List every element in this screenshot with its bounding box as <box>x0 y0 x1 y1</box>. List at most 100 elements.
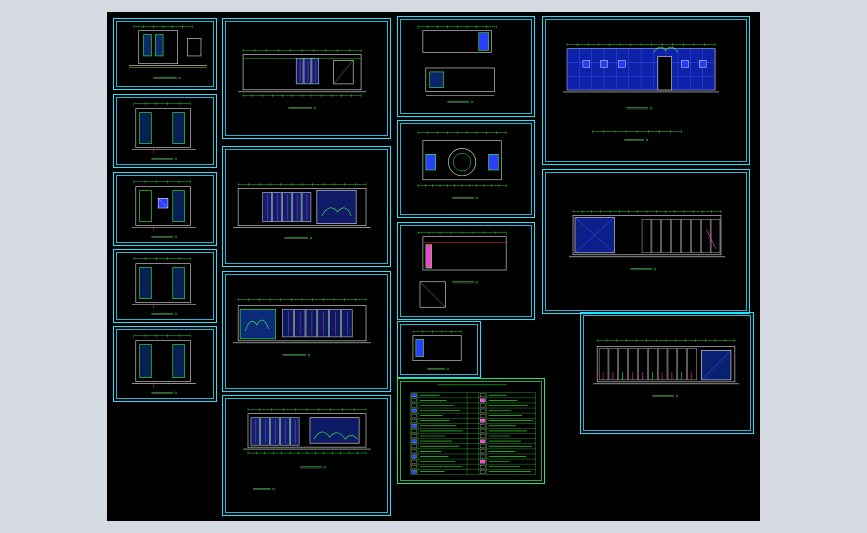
cad-line <box>419 281 446 308</box>
drawing-sheet-r4[interactable] <box>397 321 481 378</box>
drawing-sheet-m3[interactable] <box>222 271 391 392</box>
cad-shape <box>317 309 329 338</box>
cad-shape <box>282 309 294 338</box>
cad-shape <box>411 470 417 474</box>
title-marker <box>475 196 478 200</box>
cad-shape <box>293 309 306 338</box>
cad-shape <box>661 219 671 254</box>
cad-shape <box>290 417 300 446</box>
cad-shape <box>295 58 304 85</box>
cad-shape <box>572 215 722 256</box>
drawing-sheet-s4[interactable] <box>113 249 217 323</box>
cad-shape <box>333 60 354 85</box>
title-marker <box>649 107 653 110</box>
cad-shape <box>139 190 152 222</box>
cad-shape <box>596 346 736 383</box>
sheet-drawing <box>563 43 720 142</box>
cad-shape <box>272 191 282 222</box>
cad-shape <box>411 444 417 449</box>
cad-shape <box>422 30 492 53</box>
drawing-sheet-s3[interactable] <box>113 172 217 246</box>
cad-shape <box>478 32 489 51</box>
cad-shape <box>657 348 668 381</box>
cad-shape <box>172 190 185 222</box>
cad-shape <box>681 60 689 68</box>
cad-shape <box>648 348 658 381</box>
cad-shape <box>411 398 417 403</box>
cad-shape <box>681 219 691 254</box>
drawing-sheet-m1[interactable] <box>222 18 391 139</box>
cad-line <box>574 217 615 254</box>
title-marker <box>446 367 449 371</box>
cad-shape <box>480 444 486 449</box>
cad-shape <box>411 419 417 423</box>
cad-shape <box>480 424 486 428</box>
cad-shape <box>143 34 152 57</box>
cad-line <box>333 60 354 85</box>
plant-motif <box>653 46 678 53</box>
title-marker <box>675 395 679 398</box>
cad-shape <box>422 140 502 181</box>
cad-shape <box>480 398 486 403</box>
cad-shape <box>291 191 302 222</box>
cad-shape <box>651 219 661 254</box>
cad-shape <box>411 393 417 398</box>
title-marker <box>174 391 177 394</box>
cad-shape <box>411 459 417 464</box>
cad-shape <box>480 459 486 464</box>
title-marker <box>323 466 326 469</box>
cad-shape <box>135 263 191 303</box>
drawing-sheet-r1[interactable] <box>397 16 535 117</box>
drawing-sheet-x2[interactable] <box>542 169 750 314</box>
cad-shape <box>309 417 360 444</box>
cad-shape <box>411 424 417 428</box>
cad-shape <box>710 219 721 254</box>
cad-shape <box>412 335 462 361</box>
cad-shape <box>316 189 357 225</box>
cad-shape <box>250 417 261 446</box>
drawing-sheet-r3[interactable] <box>397 222 535 320</box>
cad-shape <box>618 348 628 381</box>
cad-shape <box>329 309 341 338</box>
drawing-sheet-s5[interactable] <box>113 326 217 402</box>
cad-shape <box>480 403 486 408</box>
cad-line <box>158 198 169 209</box>
cad-shape <box>422 236 507 271</box>
cad-shape <box>419 281 446 308</box>
cad-shape <box>172 112 185 144</box>
cad-shape <box>262 191 272 222</box>
cad-shape <box>677 348 687 381</box>
drawing-sheet-s1[interactable] <box>113 18 217 90</box>
drawing-sheet-m2[interactable] <box>222 146 391 267</box>
cad-shape <box>415 339 424 358</box>
drawing-sheet-s2[interactable] <box>113 94 217 168</box>
cad-shape <box>411 434 417 438</box>
cad-shape <box>237 305 367 342</box>
cad-shape <box>480 439 486 443</box>
drawing-sheet-m4[interactable] <box>222 395 391 516</box>
cad-shape <box>488 154 499 171</box>
cad-shape <box>242 54 362 91</box>
cad-shape <box>135 108 191 148</box>
cad-shape <box>600 60 608 68</box>
cad-shape <box>429 71 444 88</box>
cad-shape <box>618 60 626 68</box>
cad-shape <box>480 464 486 469</box>
material-schedule-sheet[interactable] <box>397 378 545 484</box>
drawing-sheet-x3[interactable] <box>580 312 754 434</box>
sheet-drawing <box>233 182 371 240</box>
cad-shape <box>687 348 697 381</box>
cad-shape <box>582 60 591 68</box>
sheet-drawing <box>238 48 366 110</box>
drawing-sheet-x1[interactable] <box>542 16 750 165</box>
cad-shape <box>425 67 495 92</box>
sheet-drawing <box>243 408 371 491</box>
cad-shape <box>411 439 417 443</box>
cad-shape <box>480 419 486 423</box>
drawing-sheet-r2[interactable] <box>397 120 535 218</box>
title-marker <box>645 138 649 142</box>
plant-motif <box>244 319 269 332</box>
cad-model-space[interactable] <box>107 12 760 521</box>
title-marker <box>174 312 177 315</box>
cad-shape <box>628 348 638 381</box>
